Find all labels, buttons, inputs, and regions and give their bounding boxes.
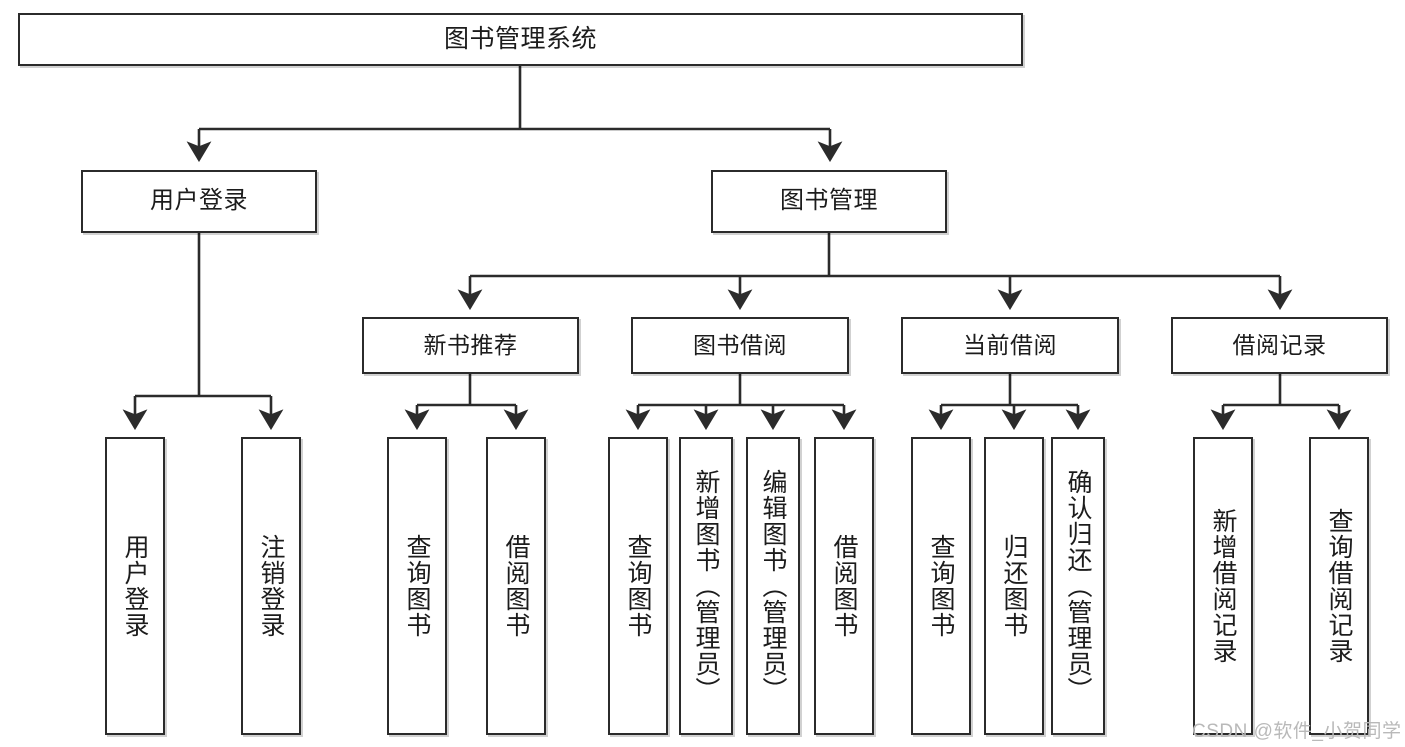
node-leaf-confirm-return[interactable]: 确认归还（管理员）	[1051, 437, 1105, 735]
node-book-borrow-label: 图书借阅	[693, 331, 787, 358]
node-book-manage[interactable]: 图书管理	[711, 170, 947, 233]
node-leaf-borrow-book-2-label: 借阅图书	[830, 534, 858, 638]
node-leaf-borrow-book-1[interactable]: 借阅图书	[486, 437, 546, 735]
node-leaf-edit-book[interactable]: 编辑图书（管理员）	[746, 437, 800, 735]
node-new-book-recommend-label: 新书推荐	[423, 331, 518, 358]
node-current-borrow[interactable]: 当前借阅	[901, 317, 1119, 374]
node-leaf-query-book-1[interactable]: 查询图书	[387, 437, 447, 735]
node-leaf-query-book-3[interactable]: 查询图书	[911, 437, 971, 735]
node-root-label: 图书管理系统	[443, 24, 597, 53]
node-leaf-query-book-1-label: 查询图书	[403, 534, 431, 638]
node-leaf-query-record-label: 查询借阅记录	[1325, 508, 1353, 664]
node-leaf-query-book-2-label: 查询图书	[624, 534, 652, 638]
node-leaf-query-record[interactable]: 查询借阅记录	[1309, 437, 1369, 735]
node-leaf-query-book-2[interactable]: 查询图书	[608, 437, 668, 735]
node-leaf-user-login-label: 用户登录	[121, 534, 149, 638]
node-leaf-edit-book-label: 编辑图书（管理员）	[759, 469, 787, 703]
node-book-manage-label: 图书管理	[780, 187, 878, 215]
node-root[interactable]: 图书管理系统	[18, 13, 1023, 66]
node-leaf-add-record-label: 新增借阅记录	[1209, 508, 1237, 664]
node-user-login-label: 用户登录	[150, 187, 248, 215]
node-leaf-add-book-label: 新增图书（管理员）	[692, 469, 720, 703]
node-leaf-user-logout-label: 注销登录	[257, 534, 285, 638]
watermark: CSDN @软件_小贺同学	[1192, 721, 1402, 742]
node-leaf-borrow-book-2[interactable]: 借阅图书	[814, 437, 874, 735]
node-leaf-borrow-book-1-label: 借阅图书	[502, 534, 530, 638]
node-leaf-add-record[interactable]: 新增借阅记录	[1193, 437, 1253, 735]
node-current-borrow-label: 当前借阅	[963, 331, 1057, 358]
node-leaf-query-book-3-label: 查询图书	[927, 534, 955, 638]
node-leaf-confirm-return-label: 确认归还（管理员）	[1064, 469, 1092, 703]
node-leaf-return-book[interactable]: 归还图书	[984, 437, 1044, 735]
node-borrow-record-label: 借阅记录	[1232, 331, 1327, 358]
node-book-borrow[interactable]: 图书借阅	[631, 317, 849, 374]
node-leaf-user-login[interactable]: 用户登录	[105, 437, 165, 735]
node-user-login[interactable]: 用户登录	[81, 170, 317, 233]
node-leaf-return-book-label: 归还图书	[1000, 534, 1028, 638]
node-leaf-add-book[interactable]: 新增图书（管理员）	[679, 437, 733, 735]
node-borrow-record[interactable]: 借阅记录	[1171, 317, 1388, 374]
node-new-book-recommend[interactable]: 新书推荐	[362, 317, 579, 374]
node-leaf-user-logout[interactable]: 注销登录	[241, 437, 301, 735]
